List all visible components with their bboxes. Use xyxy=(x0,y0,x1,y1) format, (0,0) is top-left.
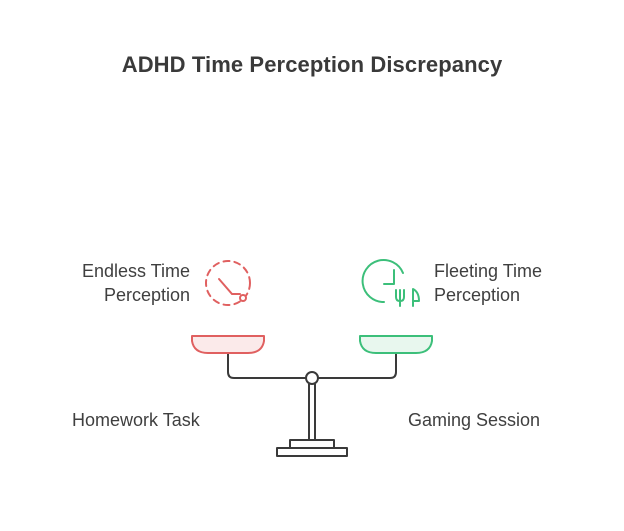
left-perception-line1: Endless Time xyxy=(81,261,190,281)
scale-base xyxy=(276,439,348,457)
right-pan xyxy=(359,335,433,354)
diagram-title: ADHD Time Perception Discrepancy xyxy=(121,52,503,77)
right-perception-label: Fleeting Time Perception xyxy=(434,259,604,307)
left-perception-line2: Perception xyxy=(103,285,190,305)
gaming-session-label: Gaming Session xyxy=(408,410,541,430)
dashed-clock-icon xyxy=(205,260,251,306)
homework-task-label: Homework Task xyxy=(72,410,200,430)
left-perception-label: Endless Time Perception xyxy=(40,259,190,307)
scale-beam xyxy=(227,354,397,379)
left-pan xyxy=(191,335,265,354)
right-perception-line1: Fleeting Time xyxy=(434,261,543,281)
scale-pivot xyxy=(305,371,319,385)
scale-post xyxy=(308,384,316,441)
clock-dining-icon xyxy=(361,259,420,307)
right-perception-line2: Perception xyxy=(434,285,521,305)
